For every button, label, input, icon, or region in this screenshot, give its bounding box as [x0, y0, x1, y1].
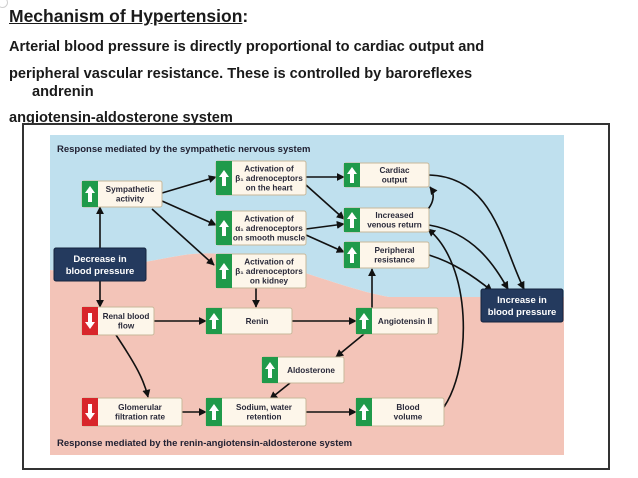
up-arrow-icon: [209, 313, 219, 329]
edge-angiotensin-to-aldosterone: [335, 333, 365, 358]
node-label-line: Activation of: [244, 164, 294, 173]
up-arrow-icon: [219, 170, 229, 186]
node-label-line: blood pressure: [66, 266, 135, 277]
edge-sympathetic-to-heart: [161, 175, 217, 194]
slide-title-text: Mechanism of Hypertension: [9, 6, 243, 26]
edge-cardiac-to-increase: [428, 174, 525, 290]
slide-title-colon: :: [242, 6, 249, 26]
up-arrow-icon: [359, 313, 369, 329]
up-arrow-icon: [265, 362, 275, 378]
node-label-line: filtration rate: [115, 413, 165, 422]
body-text-line-2: peripheral vascular resistance. These is…: [9, 66, 473, 82]
body-text-line-3: andrenin: [32, 84, 94, 100]
hypertension-diagram: Response mediated by the sympathetic ner…: [50, 135, 564, 455]
raas-header: Response mediated by the renin-angiotens…: [57, 438, 352, 449]
up-arrow-icon: [359, 404, 369, 420]
edge-renal-to-glomerular: [115, 334, 151, 398]
node-label-line: β₁ adrenoceptors: [235, 174, 303, 183]
node-aldosterone: Aldosterone: [261, 356, 345, 384]
body-text-line-4: angiotensin-aldosterone system: [9, 110, 233, 123]
node-label-line: Blood: [396, 403, 419, 412]
edge-sympathetic-to-smooth: [161, 200, 217, 226]
node-label-line: retention: [246, 413, 281, 422]
node-label-line: on kidney: [250, 276, 289, 285]
node-label-line: Peripheral: [374, 246, 414, 255]
node-label-line: on the heart: [246, 183, 293, 192]
node-label-line: Decrease in: [73, 254, 127, 265]
connectors: [96, 173, 525, 416]
node-label-line: Activation of: [244, 257, 294, 266]
node-label-line: on smooth muscle: [233, 233, 306, 242]
edge-peripheral-to-increase: [428, 254, 493, 292]
diagram-frame: Response mediated by the sympathetic ner…: [22, 123, 610, 470]
node-label-line: β₁ adrenoceptors: [235, 267, 303, 276]
node-label-line: Sympathetic: [106, 185, 155, 194]
node-label-line: flow: [118, 322, 135, 331]
node-label-line: Cardiac: [379, 166, 409, 175]
node-label-line: Increase in: [497, 295, 547, 306]
down-arrow-icon: [85, 313, 95, 329]
node-box: [480, 288, 564, 323]
node-renin: Renin: [205, 307, 293, 335]
slide-title: Mechanism of Hypertension:: [9, 6, 248, 27]
body-text-line-1: Arterial blood pressure is directly prop…: [9, 39, 485, 55]
node-label-line: α₁ adrenoceptors: [235, 224, 303, 233]
up-arrow-icon: [347, 212, 357, 228]
node-label-line: blood pressure: [488, 307, 557, 318]
node-label-line: Activation of: [244, 214, 294, 223]
edge-aldosterone-to-sodium: [269, 382, 291, 400]
edge-sympathetic-to-kidney: [151, 208, 215, 266]
node-label-line: output: [382, 176, 408, 185]
edge-volume-to-venous: [427, 228, 465, 408]
sympathetic-header: Response mediated by the sympathetic ner…: [57, 144, 310, 155]
node-angiotensin: Angiotensin II: [355, 307, 439, 335]
edge-smooth-to-venous: [305, 220, 345, 230]
node-label-line: Glomerular: [118, 403, 162, 412]
node-label-line: volume: [394, 413, 423, 422]
node-label-line: Aldosterone: [287, 366, 335, 375]
node-label-line: Angiotensin II: [378, 317, 432, 326]
node-label-line: Increased: [375, 211, 413, 220]
node-label-line: activity: [116, 195, 145, 204]
edge-venous-to-increase: [428, 224, 509, 290]
decorative-ring: [0, 0, 8, 8]
up-arrow-icon: [347, 247, 357, 263]
up-arrow-icon: [209, 404, 219, 420]
up-arrow-icon: [347, 167, 357, 183]
down-arrow-icon: [85, 404, 95, 420]
up-arrow-icon: [85, 186, 95, 202]
node-box: [53, 247, 147, 282]
edge-heart-to-venous: [305, 184, 345, 220]
node-label-line: resistance: [374, 256, 415, 265]
up-arrow-icon: [219, 220, 229, 236]
node-label-line: Renin: [246, 317, 269, 326]
node-label-line: venous return: [367, 221, 422, 230]
up-arrow-icon: [219, 263, 229, 279]
node-label-line: Renal blood: [103, 312, 150, 321]
edge-smooth-to-peripheral: [305, 234, 345, 253]
node-label-line: Sodium, water: [236, 403, 293, 412]
